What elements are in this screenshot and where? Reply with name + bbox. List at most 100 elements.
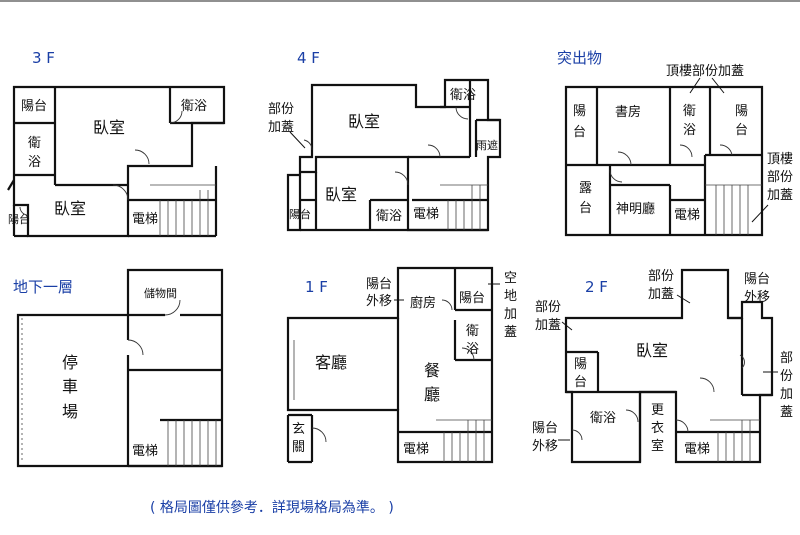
plan-2f-room-19: 外移 bbox=[532, 439, 558, 454]
plan-roof-room-13: 台 bbox=[579, 201, 592, 216]
plan-3f-room-4: 衛 bbox=[28, 136, 41, 151]
plan-roof-arrow-top bbox=[689, 77, 725, 94]
plan-2f-room-20: 電梯 bbox=[684, 442, 710, 457]
plan-2f-room-11: 份 bbox=[780, 369, 793, 384]
plan-4f-room-9: 電梯 bbox=[413, 207, 439, 222]
plan-4f-room-2: 加蓋 bbox=[268, 120, 294, 135]
plan-1f-room-13: 廳 bbox=[424, 385, 440, 404]
plan-b1-title: 地下一層 bbox=[13, 278, 73, 296]
plan-roof-room-14: 神明廳 bbox=[616, 201, 655, 217]
plan-b1-room-5: 電梯 bbox=[132, 444, 158, 459]
plan-roof-room-4: 書房 bbox=[615, 104, 641, 120]
footnote: ( 格局圖僅供參考．詳現場格局為準。 ) bbox=[150, 500, 394, 516]
plan-1f-title: 1 F bbox=[305, 278, 328, 296]
plan-roof-room-11: 加蓋 bbox=[767, 188, 793, 203]
plan-2f-room-13: 蓋 bbox=[780, 405, 793, 420]
plan-4f-room-8: 衛浴 bbox=[376, 209, 402, 224]
plan-4f-room-5: 雨遮 bbox=[476, 138, 498, 152]
plan-2f-room-12: 加 bbox=[780, 387, 793, 402]
plan-2f-room-2: 加蓋 bbox=[648, 287, 674, 302]
plan-2f-room-17: 室 bbox=[651, 438, 664, 454]
plan-4f-walls bbox=[286, 78, 502, 232]
plan-2f-room-3: 陽台 bbox=[744, 272, 770, 287]
plan-3f: 3 F bbox=[7, 49, 226, 238]
plan-1f-room-11: 客廳 bbox=[315, 353, 347, 372]
plan-roof: 突出物 頂樓部份加蓋 bbox=[557, 49, 793, 237]
plan-2f-arrow-2 bbox=[561, 321, 573, 331]
plan-3f-walls bbox=[7, 85, 226, 238]
plan-2f-room-16: 衣 bbox=[651, 420, 664, 436]
plan-1f-room-2: 外移 bbox=[366, 294, 392, 309]
plan-roof-title: 突出物 bbox=[557, 49, 602, 67]
plan-b1: 地下一層 儲物間 停 車 場 電梯 bbox=[13, 268, 224, 468]
plan-1f-room-12: 餐 bbox=[424, 361, 440, 380]
plan-3f-room-7: 陽台 bbox=[8, 212, 30, 226]
plan-3f-room-5: 浴 bbox=[28, 155, 41, 170]
plan-3f-title: 3 F bbox=[32, 49, 55, 67]
plan-4f-stair bbox=[440, 184, 488, 230]
plan-4f-arrow bbox=[289, 131, 306, 149]
plan-roof-room-1: 頂樓部份加蓋 bbox=[666, 64, 744, 79]
plan-roof-stair bbox=[705, 184, 762, 235]
plan-roof-room-8: 台 bbox=[735, 123, 748, 138]
plan-2f-room-15: 更 bbox=[651, 403, 664, 418]
plan-4f-room-3: 臥室 bbox=[348, 112, 380, 131]
plan-4f-doors bbox=[303, 106, 469, 186]
plan-roof-walls bbox=[564, 85, 764, 237]
plan-1f-room-5: 空 bbox=[504, 271, 517, 286]
plan-2f-room-7: 臥室 bbox=[636, 341, 668, 360]
plan-roof-room-9: 頂樓 bbox=[767, 152, 793, 167]
plan-1f-walls bbox=[286, 266, 494, 464]
plan-1f-room-1: 陽台 bbox=[366, 277, 392, 292]
plan-1f-room-3: 廚房 bbox=[410, 295, 436, 311]
plan-1f-doors bbox=[311, 299, 475, 443]
plan-3f-room-6: 臥室 bbox=[54, 199, 86, 218]
plan-4f-title: 4 F bbox=[297, 49, 320, 67]
plan-roof-room-6: 浴 bbox=[683, 123, 696, 138]
plan-3f-room-2: 衛浴 bbox=[181, 99, 207, 114]
plan-roof-arrow-side bbox=[751, 204, 769, 223]
plan-roof-room-10: 部份 bbox=[767, 170, 793, 185]
plan-2f-stair bbox=[710, 419, 760, 462]
plan-2f-room-5: 部份 bbox=[535, 300, 561, 315]
plan-1f-room-4: 陽台 bbox=[459, 291, 485, 306]
plan-3f-room-3: 臥室 bbox=[93, 118, 125, 137]
plan-4f: 4 F 部份 加 bbox=[268, 49, 502, 232]
plan-b1-room-2: 停 bbox=[62, 353, 78, 372]
plan-2f-room-9: 台 bbox=[574, 375, 587, 390]
plan-1f-room-8: 蓋 bbox=[504, 325, 517, 340]
plan-b1-stair bbox=[167, 420, 217, 466]
plan-roof-room-3: 台 bbox=[573, 125, 586, 140]
plan-1f-room-14: 玄 bbox=[292, 422, 305, 437]
plan-b1-walls bbox=[16, 268, 224, 468]
plan-b1-room-3: 車 bbox=[62, 377, 78, 396]
plan-3f-room-1: 陽台 bbox=[21, 99, 47, 114]
plan-1f-room-16: 電梯 bbox=[403, 442, 429, 457]
plan-b1-doors bbox=[127, 299, 181, 356]
plan-1f: 1 F 陽台 外移 bbox=[286, 266, 517, 464]
plan-2f-room-8: 陽 bbox=[574, 357, 587, 372]
plan-3f-room-8: 電梯 bbox=[132, 212, 158, 227]
plan-1f-stair bbox=[436, 419, 492, 462]
plan-2f-arrow-1 bbox=[676, 294, 691, 304]
plan-roof-room-7: 陽 bbox=[735, 104, 748, 119]
plan-2f-room-4: 外移 bbox=[744, 290, 770, 305]
plan-2f-room-6: 加蓋 bbox=[535, 318, 561, 333]
plan-roof-doors bbox=[609, 144, 733, 183]
plan-1f-room-6: 地 bbox=[504, 289, 517, 304]
plan-4f-room-7: 陽台 bbox=[289, 207, 311, 221]
plan-roof-room-2: 陽 bbox=[573, 104, 586, 119]
plan-2f-title: 2 F bbox=[585, 278, 608, 296]
plan-1f-room-7: 加 bbox=[504, 307, 517, 322]
plan-1f-room-15: 關 bbox=[292, 440, 305, 455]
plan-4f-room-1: 部份 bbox=[268, 102, 294, 117]
plan-3f-doors bbox=[19, 110, 183, 216]
plan-b1-room-1: 儲物間 bbox=[144, 286, 177, 300]
plan-2f-doors bbox=[571, 354, 745, 441]
plan-b1-room-4: 場 bbox=[62, 402, 78, 421]
plan-2f-room-10: 部 bbox=[780, 351, 793, 366]
plan-2f-room-14: 衛浴 bbox=[590, 411, 616, 426]
plan-1f-room-10: 浴 bbox=[466, 342, 479, 357]
plan-2f-room-18: 陽台 bbox=[532, 421, 558, 436]
